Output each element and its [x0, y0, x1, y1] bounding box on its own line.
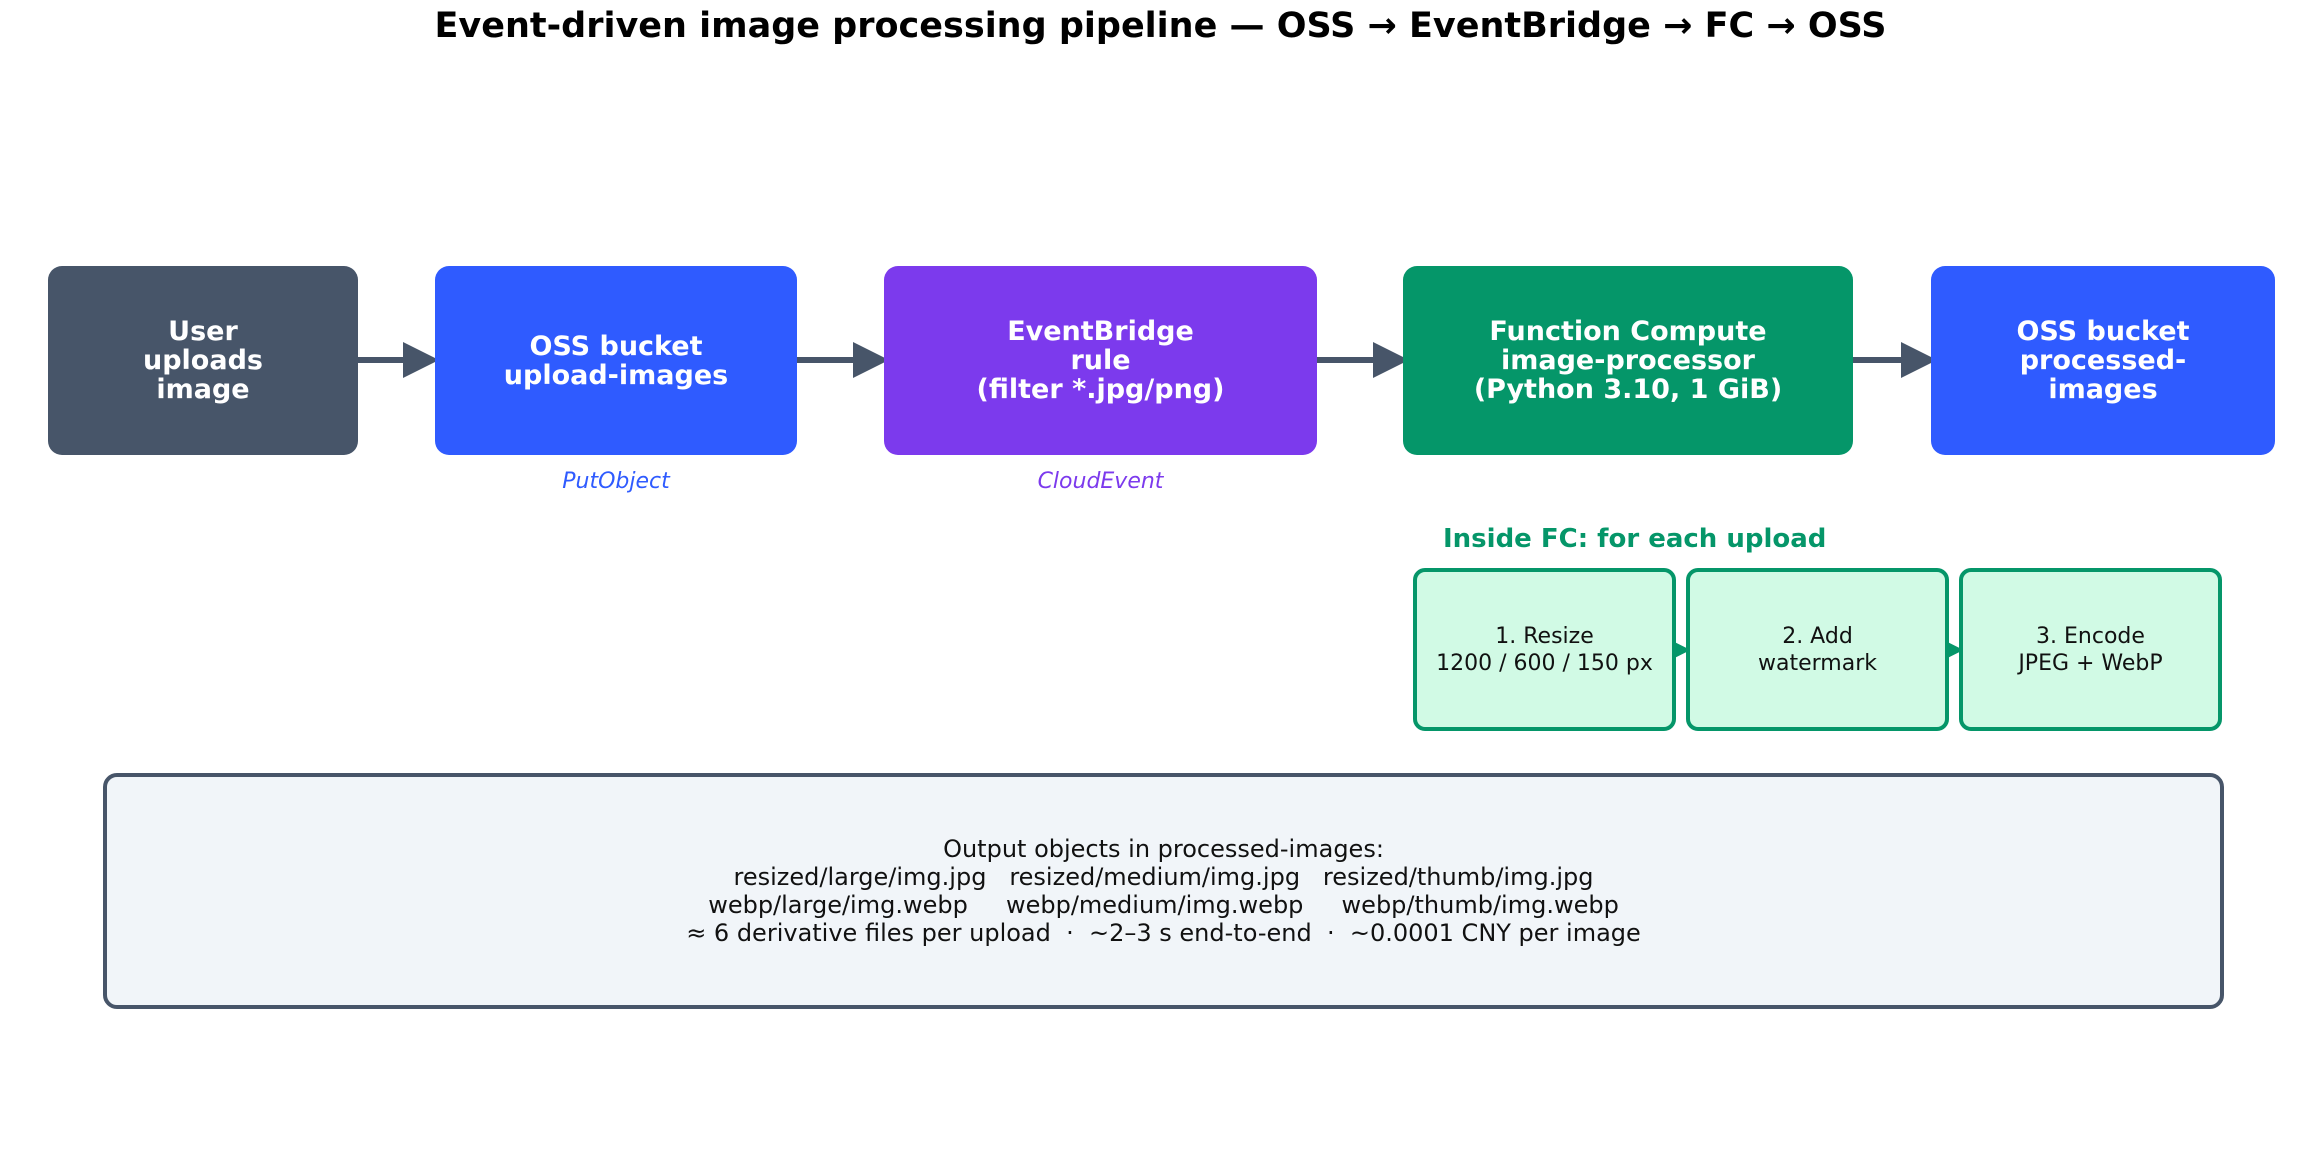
fc-step-encode: 3. Encode JPEG + WebP: [1959, 568, 2222, 731]
node-eventbridge-rule: EventBridge rule (filter *.jpg/png): [884, 266, 1317, 455]
node-oss-upload-bucket: OSS bucket upload-images: [435, 266, 797, 455]
caption-putobject: PutObject: [562, 469, 670, 494]
node-user: User uploads image: [48, 266, 358, 455]
fc-inside-title: Inside FC: for each upload: [1443, 524, 1827, 554]
summary-line-heading: Output objects in processed-images:: [943, 835, 1384, 863]
summary-line-resized-paths: resized/large/img.jpg resized/medium/img…: [733, 863, 1594, 891]
summary-line-webp-paths: webp/large/img.webp webp/medium/img.webp…: [708, 891, 1619, 919]
fc-step-resize: 1. Resize 1200 / 600 / 150 px: [1413, 568, 1676, 731]
fc-step-watermark: 2. Add watermark: [1686, 568, 1949, 731]
summary-line-stats: ≈ 6 derivative files per upload · ~2–3 s…: [686, 919, 1641, 947]
output-summary-box: Output objects in processed-images: resi…: [103, 773, 2224, 1009]
node-oss-processed-bucket: OSS bucket processed- images: [1931, 266, 2275, 455]
caption-cloudevent: CloudEvent: [1037, 469, 1164, 494]
node-function-compute: Function Compute image-processor (Python…: [1403, 266, 1853, 455]
diagram-title: Event-driven image processing pipeline —…: [434, 6, 1887, 46]
